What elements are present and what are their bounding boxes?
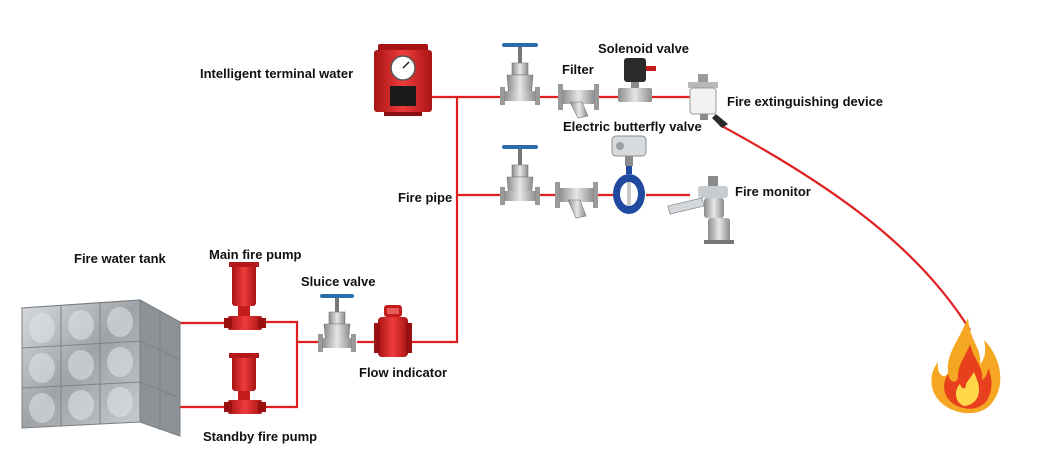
mid-filter: [555, 182, 598, 219]
intelligent-terminal-water: [374, 44, 432, 116]
water-tank-icon: [20, 299, 182, 437]
flow-indicator: [374, 305, 412, 357]
gate-valve-icon: [500, 43, 540, 105]
label-fire-monitor: Fire monitor: [735, 184, 811, 199]
y-strainer-icon: [555, 182, 598, 219]
standby-fire-pump: [224, 353, 266, 414]
gate-valve-icon: [318, 294, 356, 352]
label-electric-butterfly-valve: Electric butterfly valve: [563, 119, 702, 134]
flow-indicator-icon: [374, 305, 412, 357]
sluice-valve: [318, 294, 356, 352]
pipe-riser: [412, 97, 459, 344]
label-intelligent-terminal-water: Intelligent terminal water: [200, 66, 354, 81]
pressure-gauge-box-icon: [374, 44, 432, 116]
label-sluice-valve: Sluice valve: [301, 274, 376, 289]
label-filter: Filter: [562, 62, 594, 77]
fire-monitor: [667, 176, 734, 244]
label-standby-fire-pump: Standby fire pump: [203, 429, 318, 444]
pipe-main-pump-out: [262, 320, 299, 409]
main-fire-pump: [224, 262, 266, 330]
label-solenoid-valve: Solenoid valve: [598, 41, 690, 56]
fire-monitor-icon: [667, 176, 734, 244]
top-filter: [558, 84, 599, 119]
sprinkler-device-icon: [688, 74, 728, 128]
spray-line: [719, 124, 971, 331]
label-fire-water-tank: Fire water tank: [74, 251, 166, 266]
vertical-pump-icon: [224, 262, 266, 330]
top-solenoid-valve: [618, 58, 656, 102]
label-fire-extinguishing-device: Fire extinguishing device: [727, 94, 884, 109]
top-gate-valve: [500, 43, 540, 105]
gate-valve-icon: [500, 145, 540, 205]
pipe-network: [180, 95, 971, 409]
mid-gate-valve: [500, 145, 540, 205]
vertical-pump-icon: [224, 353, 266, 414]
label-main-fire-pump: Main fire pump: [209, 247, 302, 262]
flame-icon: [931, 318, 1001, 414]
label-fire-pipe: Fire pipe: [398, 190, 453, 205]
solenoid-valve-icon: [618, 58, 656, 102]
fire-extinguishing-device: [688, 74, 728, 128]
electric-butterfly-valve: [611, 135, 647, 214]
label-flow-indicator: Flow indicator: [359, 365, 448, 380]
butterfly-valve-icon: [611, 135, 647, 214]
y-strainer-icon: [558, 84, 599, 119]
